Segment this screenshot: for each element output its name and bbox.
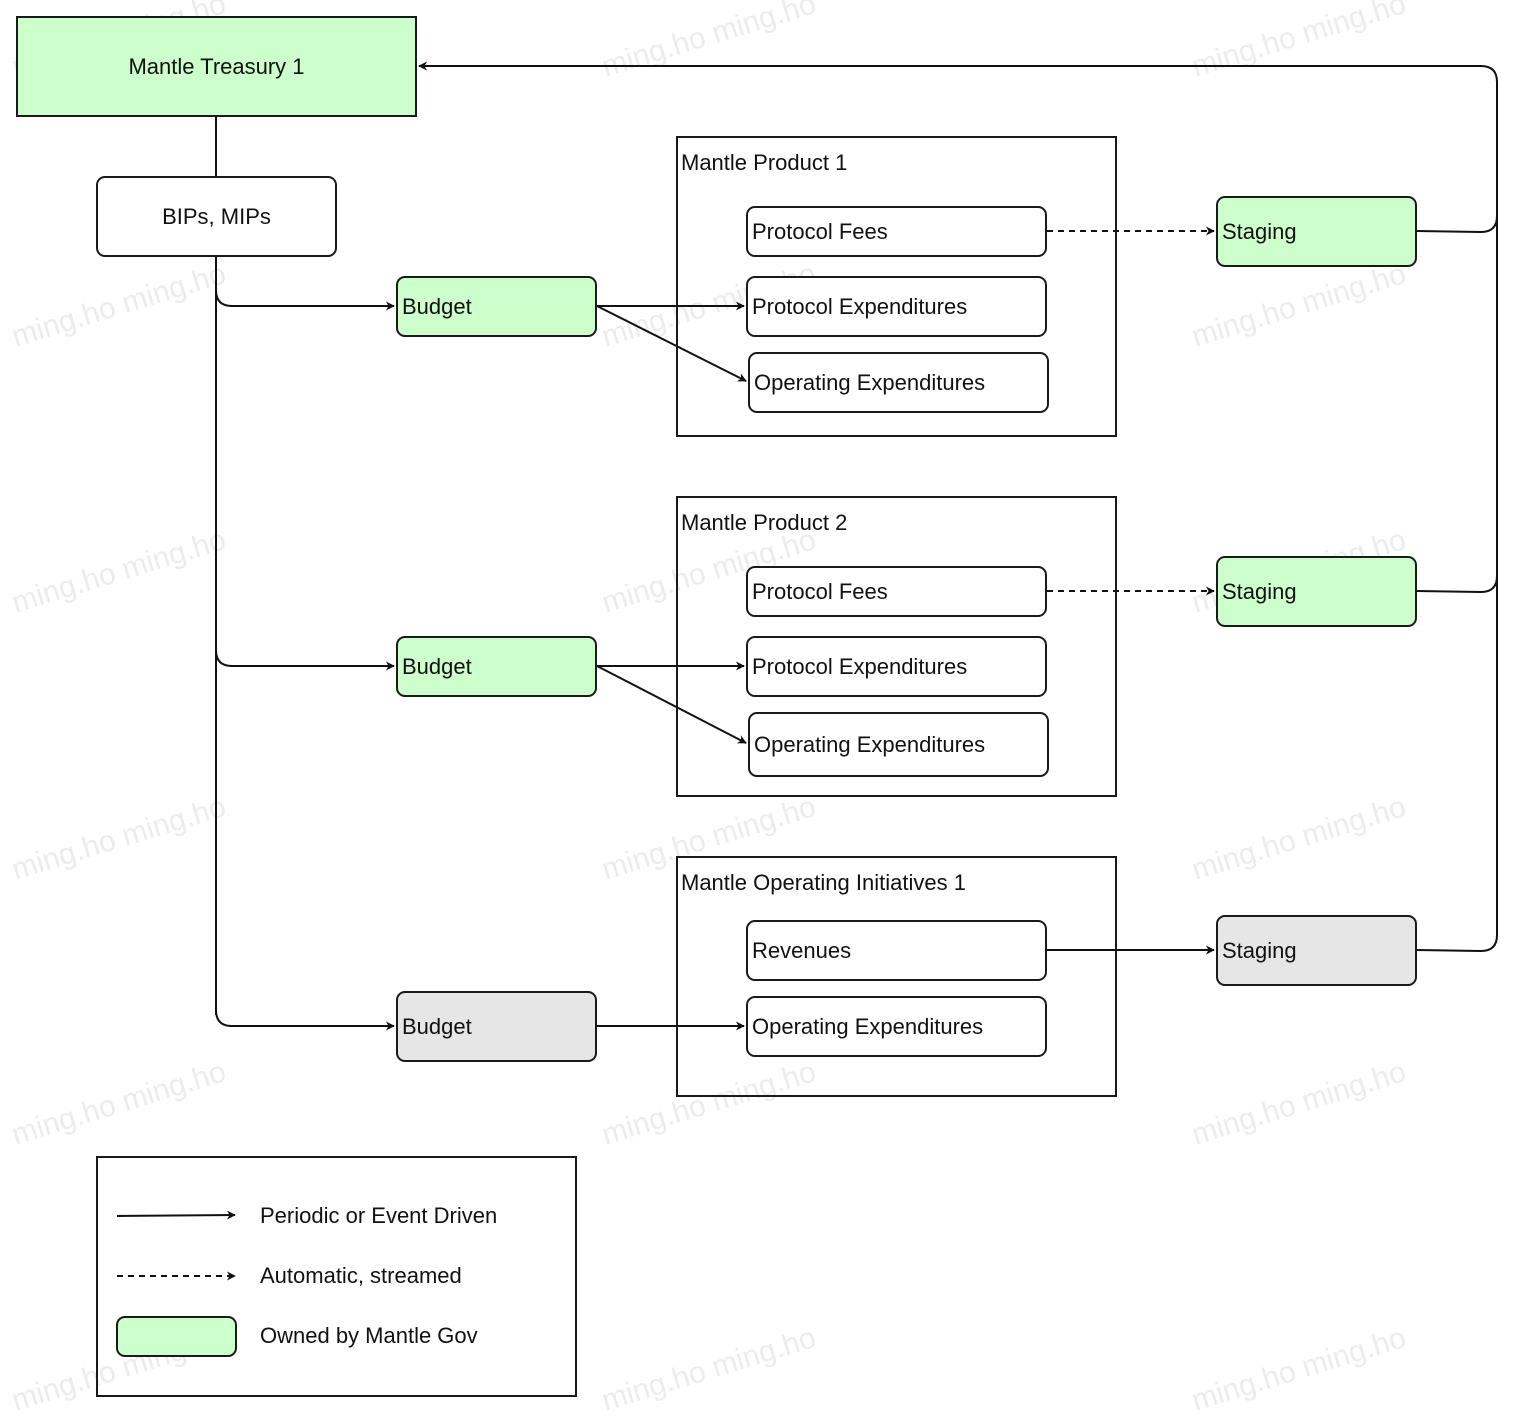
item-label: Operating Expenditures bbox=[754, 731, 986, 757]
protocol-expenditures-node: Protocol Expenditures bbox=[746, 276, 1047, 337]
protocol-fees-node: Protocol Fees bbox=[746, 566, 1047, 617]
legend-solid-label: Periodic or Event Driven bbox=[260, 1203, 498, 1228]
budget-node: Budget bbox=[396, 276, 597, 337]
item-label: Protocol Fees bbox=[752, 218, 888, 244]
budget-label: Budget bbox=[402, 293, 472, 319]
proposals-node: BIPs, MIPs bbox=[96, 176, 337, 257]
staging1-return bbox=[1416, 215, 1498, 234]
revenues-node: Revenues bbox=[746, 920, 1047, 981]
operating-expenditures-node: Operating Expenditures bbox=[748, 352, 1049, 413]
group-title: Mantle Product 1 bbox=[681, 150, 848, 175]
staging3-return bbox=[1416, 934, 1498, 953]
proposals-label: BIPs, MIPs bbox=[162, 203, 271, 229]
legend-owned-swatch bbox=[116, 1316, 237, 1357]
arrow-to-budget-2 bbox=[215, 649, 395, 671]
return-to-treasury bbox=[418, 61, 1498, 935]
arrow-budget1-operating-exp bbox=[596, 305, 747, 382]
staging-node: Staging bbox=[1216, 196, 1417, 267]
staging-node: Staging bbox=[1216, 556, 1417, 627]
legend-box bbox=[96, 1156, 577, 1397]
legend-dashed-label: Automatic, streamed bbox=[260, 1263, 462, 1288]
budget-label: Budget bbox=[402, 653, 472, 679]
operating-expenditures-node: Operating Expenditures bbox=[748, 712, 1049, 777]
budget-node: Budget bbox=[396, 991, 597, 1062]
item-label: Operating Expenditures bbox=[752, 1013, 984, 1039]
arrow-to-budget-1 bbox=[215, 289, 395, 311]
budget-node: Budget bbox=[396, 636, 597, 697]
group-title: Mantle Product 2 bbox=[681, 510, 848, 535]
operating-expenditures-node: Operating Expenditures bbox=[746, 996, 1047, 1057]
item-label: Protocol Expenditures bbox=[752, 653, 968, 679]
item-label: Operating Expenditures bbox=[754, 369, 986, 395]
item-label: Protocol Fees bbox=[752, 578, 888, 604]
legend-owned-label: Owned by Mantle Gov bbox=[260, 1323, 478, 1348]
legend-solid-sample bbox=[116, 1210, 236, 1220]
treasury-node: Mantle Treasury 1 bbox=[16, 16, 417, 117]
staging2-return bbox=[1416, 575, 1498, 594]
group-product-1: Mantle Product 1 bbox=[676, 136, 1117, 437]
budget-label: Budget bbox=[402, 1013, 472, 1039]
treasury-label: Mantle Treasury 1 bbox=[128, 53, 305, 79]
group-product-2: Mantle Product 2 bbox=[676, 496, 1117, 797]
staging-label: Staging bbox=[1222, 937, 1297, 963]
staging-label: Staging bbox=[1222, 218, 1297, 244]
group-title: Mantle Operating Initiatives 1 bbox=[681, 870, 966, 895]
staging-label: Staging bbox=[1222, 578, 1297, 604]
group-operating-initiatives-1: Mantle Operating Initiatives 1 bbox=[676, 856, 1117, 1097]
protocol-fees-node: Protocol Fees bbox=[746, 206, 1047, 257]
item-label: Revenues bbox=[752, 937, 852, 963]
protocol-expenditures-node: Protocol Expenditures bbox=[746, 636, 1047, 697]
item-label: Protocol Expenditures bbox=[752, 293, 968, 319]
arrow-to-budget-3 bbox=[215, 1009, 395, 1031]
staging-node: Staging bbox=[1216, 915, 1417, 986]
arrow-budget2-operating-exp bbox=[596, 665, 747, 744]
